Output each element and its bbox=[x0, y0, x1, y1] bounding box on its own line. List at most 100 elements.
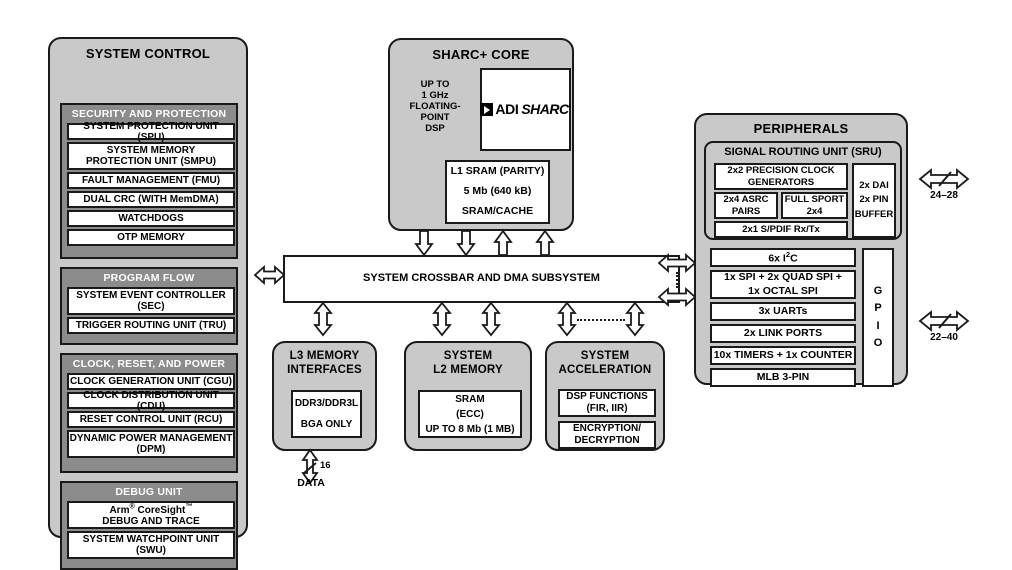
cell-tru[interactable]: TRIGGER ROUTING UNIT (TRU) bbox=[67, 317, 235, 334]
i2c-prefix: 6 bbox=[768, 252, 775, 265]
l3-memory-title: L3 MEMORY INTERFACES bbox=[274, 349, 375, 378]
cell-watchdogs[interactable]: WATCHDOGS bbox=[67, 210, 235, 227]
cell-rcu[interactable]: RESET CONTROL UNIT (RCU) bbox=[67, 411, 235, 428]
asrc-line2: PAIRS bbox=[731, 205, 761, 217]
dai-line2: 2x PIN bbox=[859, 194, 889, 206]
l2-line1: SRAM bbox=[455, 393, 485, 405]
arrow-crossbar-to-peripherals-top bbox=[657, 252, 697, 274]
enc-line2: DECRYPTION bbox=[574, 435, 640, 446]
cell-coresight[interactable]: Arm® CoreSight™ DEBUG AND TRACE bbox=[67, 501, 235, 529]
arrow-crossbar-l3-memory bbox=[313, 301, 333, 337]
sru-subpanel: SIGNAL ROUTING UNIT (SRU) 2x2 PRECISION … bbox=[704, 141, 902, 240]
dsp-functions-box[interactable]: DSP FUNCTIONS (FIR, IIR) bbox=[558, 389, 656, 417]
clockgen-line2: GENERATORS bbox=[747, 176, 815, 188]
cell-spu[interactable]: SYSTEM PROTECTION UNIT (SPU) bbox=[67, 121, 235, 143]
i2c-x: x I bbox=[774, 252, 786, 265]
panel-system-control: SYSTEM CONTROL SECURITY AND PROTECTION S… bbox=[48, 37, 248, 570]
enc-line1: ENCRYPTION/ bbox=[573, 422, 641, 434]
l1-line3: SRAM/CACHE bbox=[461, 204, 534, 217]
cell-sec[interactable]: SYSTEM EVENT CONTROLLER (SEC) bbox=[67, 287, 235, 315]
l2-line2: (ECC) bbox=[456, 408, 484, 420]
sharc-product-text: SHARC• bbox=[521, 100, 571, 117]
arrow-crossbar-l2-memory-a bbox=[432, 301, 452, 337]
gpio-letter-g: G bbox=[873, 285, 883, 298]
cell-smpu[interactable]: SYSTEM MEMORY PROTECTION UNIT (SMPU) bbox=[67, 142, 235, 170]
i2c-superscript: 2 bbox=[785, 249, 791, 259]
crossbar-label: SYSTEM CROSSBAR AND DMA SUBSYSTEM bbox=[363, 272, 600, 285]
sport-line1: FULL SPORT bbox=[784, 193, 845, 205]
group-program-flow: PROGRAM FLOW SYSTEM EVENT CONTROLLER (SE… bbox=[60, 267, 238, 345]
arrow-core-to-crossbar-down-1 bbox=[414, 230, 434, 257]
spi-box[interactable]: 1x SPI + 2x QUAD SPI + 1x OCTAL SPI bbox=[710, 270, 856, 299]
encryption-box[interactable]: ENCRYPTION/ DECRYPTION bbox=[558, 421, 656, 449]
precision-clock-generators-box[interactable]: 2x2 PRECISION CLOCK GENERATORS bbox=[714, 163, 848, 190]
system-control-title: SYSTEM CONTROL bbox=[85, 46, 211, 61]
cell-smpu-line1: SYSTEM MEMORY bbox=[106, 145, 196, 156]
spi-line2: 1x OCTAL SPI bbox=[748, 284, 818, 297]
peripherals-title: PERIPHERALS bbox=[753, 121, 849, 136]
panel-sharc-core: SHARC+ CORE UP TO 1 GHz FLOATING-POINT D… bbox=[388, 38, 574, 231]
cell-sec-line1: SYSTEM EVENT CONTROLLER bbox=[76, 290, 226, 301]
ddr3-line1: DDR3/DDR3L bbox=[294, 398, 359, 409]
spec-line-1: UP TO bbox=[420, 79, 450, 90]
uarts-box[interactable]: 3x UARTs bbox=[710, 302, 856, 321]
cell-coresight-line1: Arm® CoreSight™ bbox=[109, 501, 193, 517]
dsp-line1: DSP FUNCTIONS bbox=[566, 390, 648, 402]
l3-bus-data-label: DATA bbox=[297, 477, 325, 489]
cell-cgu[interactable]: CLOCK GENERATION UNIT (CGU) bbox=[67, 373, 235, 390]
cell-dual-crc[interactable]: DUAL CRC (WITH MemDMA) bbox=[67, 191, 235, 208]
dai-line3: BUFFER bbox=[854, 208, 894, 220]
adi-brand-text: ADI bbox=[495, 100, 519, 117]
l3-title-line1: L3 MEMORY bbox=[289, 350, 360, 362]
gpio-letter-i: I bbox=[876, 319, 880, 332]
arrow-crossbar-to-core-up-1 bbox=[493, 229, 513, 256]
panel-system-l2-memory: SYSTEM L2 MEMORY SRAM (ECC) UP TO 8 Mb (… bbox=[404, 341, 532, 451]
cell-dpm-line1: DYNAMIC POWER MANAGEMENT bbox=[69, 433, 233, 444]
cell-fmu[interactable]: FAULT MANAGEMENT (FMU) bbox=[67, 172, 235, 189]
gpio-box[interactable]: G P I O bbox=[862, 248, 894, 387]
cell-coresight-line2: DEBUG AND TRACE bbox=[102, 516, 200, 528]
link-ports-box[interactable]: 2x LINK PORTS bbox=[710, 324, 856, 343]
cell-cdu[interactable]: CLOCK DISTRIBUTION UNIT (CDU) bbox=[67, 390, 235, 412]
sharc-logo-box: ADI SHARC• bbox=[480, 68, 571, 151]
system-crossbar[interactable]: SYSTEM CROSSBAR AND DMA SUBSYSTEM bbox=[283, 255, 680, 303]
asrc-pairs-box[interactable]: 2x4 ASRC PAIRS bbox=[714, 192, 778, 219]
arrow-crossbar-to-peripherals-bottom bbox=[657, 286, 697, 308]
l2-line3: UP TO 8 Mb (1 MB) bbox=[425, 423, 515, 435]
spec-line-3: FLOATING-POINT bbox=[409, 100, 461, 123]
cell-sec-line2: (SEC) bbox=[137, 301, 165, 312]
asrc-line1: 2x4 ASRC bbox=[723, 193, 769, 205]
arrow-crossbar-to-core-up-2 bbox=[535, 229, 555, 256]
sharc-core-spec: UP TO 1 GHz FLOATING-POINT DSP bbox=[395, 79, 475, 135]
l3-title-line2: INTERFACES bbox=[287, 364, 362, 377]
arrow-gpio-pin-bus bbox=[918, 310, 970, 332]
spec-line-4: DSP bbox=[425, 122, 445, 134]
full-sport-box[interactable]: FULL SPORT 2x4 bbox=[781, 192, 848, 219]
arrow-system-control-to-crossbar bbox=[253, 264, 286, 286]
ddr3-box[interactable]: DDR3/DDR3L BGA ONLY bbox=[291, 390, 362, 438]
i2c-box[interactable]: 6x I2C bbox=[710, 248, 856, 267]
dai-pin-buffer-box[interactable]: 2x DAI 2x PIN BUFFER bbox=[852, 163, 896, 238]
group-clock-reset-power: CLOCK, RESET, AND POWER CLOCK GENERATION… bbox=[60, 353, 238, 473]
clockgen-line1: 2x2 PRECISION CLOCK bbox=[727, 164, 835, 176]
dai-line1: 2x DAI bbox=[859, 180, 889, 192]
adi-triangle-icon bbox=[480, 103, 494, 116]
mlb-box[interactable]: MLB 3-PIN bbox=[710, 368, 856, 387]
cell-swu-line1: SYSTEM WATCHPOINT UNIT bbox=[82, 534, 220, 545]
cell-swu[interactable]: SYSTEM WATCHPOINT UNIT (SWU) bbox=[67, 531, 235, 559]
group-header-security: SECURITY AND PROTECTION bbox=[71, 108, 227, 120]
group-debug-unit: DEBUG UNIT Arm® CoreSight™ DEBUG AND TRA… bbox=[60, 481, 238, 570]
l2-sram-box[interactable]: SRAM (ECC) UP TO 8 Mb (1 MB) bbox=[418, 390, 522, 438]
spdif-box[interactable]: 2x1 S/PDIF Rx/Tx bbox=[714, 221, 848, 238]
cell-otp-memory[interactable]: OTP MEMORY bbox=[67, 229, 235, 246]
arrow-core-to-crossbar-down-2 bbox=[456, 230, 476, 257]
panel-l3-memory-interfaces: L3 MEMORY INTERFACES DDR3/DDR3L BGA ONLY bbox=[272, 341, 377, 451]
accel-title-line2: ACCELERATION bbox=[558, 364, 652, 377]
timers-counter-box[interactable]: 10x TIMERS + 1x COUNTER bbox=[710, 346, 856, 365]
dsp-line2: (FIR, IIR) bbox=[586, 403, 628, 414]
arrow-l3-data-bus bbox=[300, 448, 320, 485]
cell-dpm[interactable]: DYNAMIC POWER MANAGEMENT (DPM) bbox=[67, 430, 235, 458]
l1-sram-box[interactable]: L1 SRAM (PARITY) 5 Mb (640 kB) SRAM/CACH… bbox=[445, 160, 550, 224]
arrow-crossbar-acceleration-a bbox=[557, 301, 577, 337]
l1-line2: 5 Mb (640 kB) bbox=[463, 185, 532, 198]
